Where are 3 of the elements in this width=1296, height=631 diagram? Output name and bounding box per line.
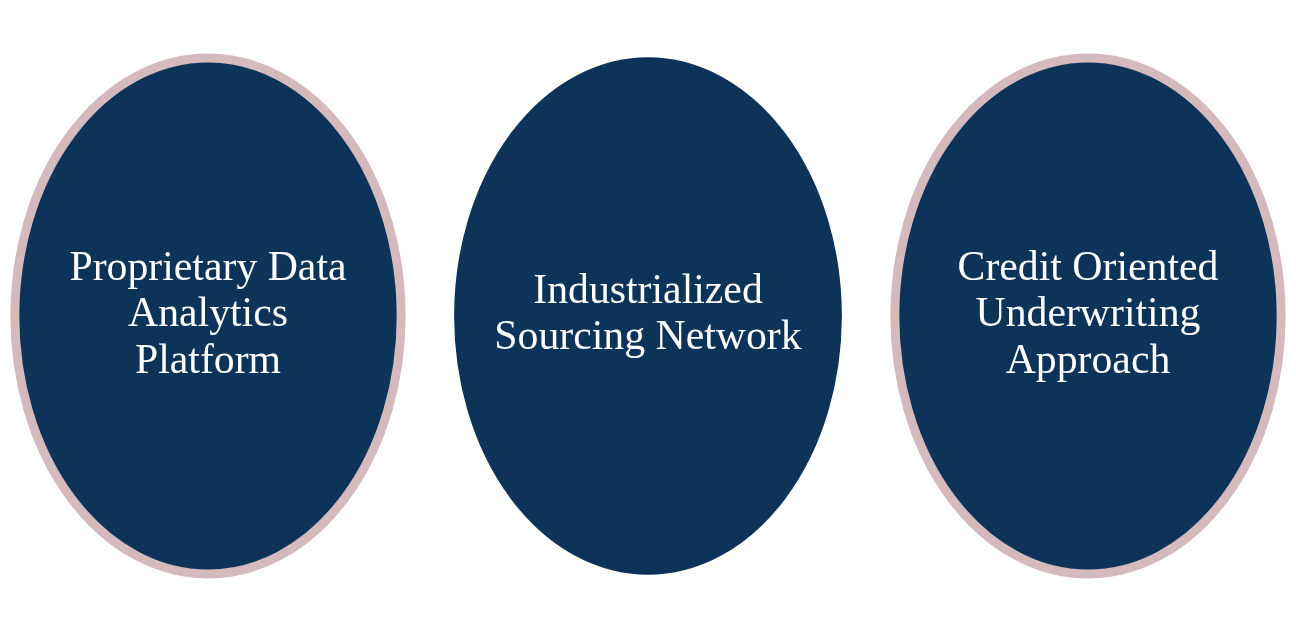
node-ellipse: Industrialized Sourcing Network (454, 56, 842, 575)
node-ellipse: Credit Oriented Underwriting Approach (890, 53, 1286, 578)
node-ellipse: Proprietary Data Analytics Platform (10, 53, 406, 578)
